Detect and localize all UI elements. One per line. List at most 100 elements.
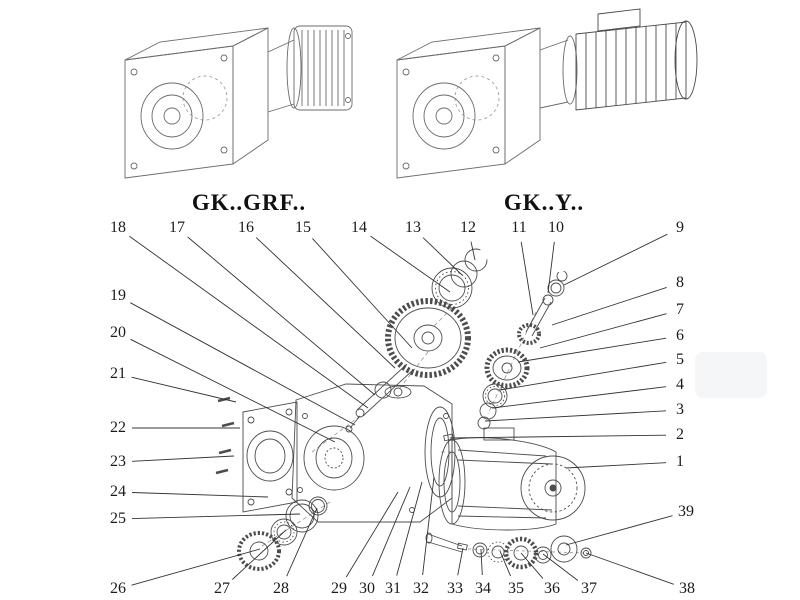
leader-line-31 xyxy=(396,481,423,576)
model-title-y: GK..Y.. xyxy=(503,190,585,215)
gear-ring xyxy=(237,531,281,571)
part-number-9: 9 xyxy=(676,219,684,236)
retaining-ring xyxy=(477,416,491,430)
output-shaft-assembly xyxy=(425,532,592,570)
part-number-17: 17 xyxy=(169,219,185,236)
model-title-grf: GK..GRF.. xyxy=(191,190,307,215)
leader-line-33 xyxy=(457,547,464,576)
part-number-34: 34 xyxy=(475,580,491,597)
part-number-23: 23 xyxy=(110,453,126,470)
leader-line-28 xyxy=(286,507,318,577)
gear-bevel xyxy=(484,347,530,389)
part-number-11: 11 xyxy=(511,219,527,236)
leader-line-1 xyxy=(565,462,667,469)
part-number-12: 12 xyxy=(460,219,476,236)
snap-ring-12 xyxy=(464,248,488,272)
part-number-26: 26 xyxy=(110,580,126,597)
part-number-38: 38 xyxy=(679,580,695,597)
input-shaft xyxy=(345,363,414,433)
output-gear xyxy=(503,536,539,570)
assembled-view-y xyxy=(396,27,578,179)
part-number-3: 3 xyxy=(676,401,684,418)
part-number-19: 19 xyxy=(110,287,126,304)
leader-line-3 xyxy=(484,410,667,422)
leader-line-19 xyxy=(130,302,356,426)
fan-cowl xyxy=(674,20,698,100)
part-number-5: 5 xyxy=(676,351,684,368)
leader-line-29 xyxy=(345,491,399,578)
part-number-6: 6 xyxy=(676,327,684,344)
part-number-18: 18 xyxy=(110,219,126,236)
leader-line-7 xyxy=(539,313,667,349)
leader-line-24 xyxy=(131,492,269,498)
part-number-24: 24 xyxy=(110,483,126,500)
leader-line-13 xyxy=(422,237,463,276)
leader-line-26 xyxy=(131,548,261,586)
flange-screws xyxy=(215,396,235,475)
leader-line-6 xyxy=(517,337,667,363)
assembly-axes xyxy=(261,307,537,547)
bearing-upper xyxy=(431,267,473,309)
gear-large xyxy=(385,298,471,378)
part-number-15: 15 xyxy=(295,219,311,236)
leader-line-35 xyxy=(499,550,512,577)
leader-line-27 xyxy=(231,529,287,580)
output-hub xyxy=(140,82,204,150)
ring-13 xyxy=(450,260,478,288)
part-number-25: 25 xyxy=(110,510,126,527)
part-number-10: 10 xyxy=(548,219,564,236)
motor-fan-end xyxy=(520,455,586,521)
leader-line-30 xyxy=(371,486,411,577)
shaft-key xyxy=(456,542,468,551)
part-number-37: 37 xyxy=(581,580,597,597)
leader-line-32 xyxy=(422,476,435,576)
leader-line-10 xyxy=(547,241,555,294)
watermark xyxy=(695,352,767,398)
housing-body xyxy=(291,383,456,523)
motor-terminal-box xyxy=(483,427,515,441)
motor-exploded xyxy=(438,427,586,531)
part-number-30: 30 xyxy=(359,580,375,597)
leader-line-14 xyxy=(370,235,451,293)
part-number-33: 33 xyxy=(447,580,463,597)
leader-line-16 xyxy=(255,237,396,369)
leader-line-23 xyxy=(131,455,235,462)
leader-line-17 xyxy=(187,236,376,396)
bearing-mid xyxy=(482,383,508,409)
part-number-27: 27 xyxy=(214,580,230,597)
part-number-20: 20 xyxy=(110,324,126,341)
part-number-8: 8 xyxy=(676,274,684,291)
leader-line-18 xyxy=(129,235,369,409)
side-flange-plate xyxy=(242,401,298,513)
part-number-32: 32 xyxy=(413,580,429,597)
part-number-22: 22 xyxy=(110,419,126,436)
leader-lines xyxy=(129,233,674,586)
leader-line-15 xyxy=(312,238,413,349)
part-number-1: 1 xyxy=(676,453,684,470)
exploded-view xyxy=(215,248,592,571)
part-number-35: 35 xyxy=(508,580,524,597)
leader-line-4 xyxy=(491,386,667,409)
leader-line-5 xyxy=(499,361,667,391)
part-number-13: 13 xyxy=(405,219,421,236)
part-number-31: 31 xyxy=(385,580,401,597)
pinion-shaft-assembly xyxy=(517,270,568,345)
leader-line-38 xyxy=(585,552,674,585)
part-number-7: 7 xyxy=(676,301,684,318)
part-number-36: 36 xyxy=(544,580,560,597)
plug-screw xyxy=(443,433,455,442)
housing-side-face xyxy=(232,27,269,165)
part-number-21: 21 xyxy=(110,365,126,382)
input-flange-adapter xyxy=(286,25,353,111)
part-number-14: 14 xyxy=(351,219,367,236)
leader-line-12 xyxy=(470,241,476,261)
output-hub xyxy=(412,82,476,150)
part-number-16: 16 xyxy=(238,219,254,236)
housing-top-face xyxy=(124,27,269,61)
internal-gear-hint xyxy=(182,75,228,121)
leader-line-2 xyxy=(449,434,667,439)
leader-line-20 xyxy=(130,338,336,443)
leader-line-37 xyxy=(542,553,579,581)
